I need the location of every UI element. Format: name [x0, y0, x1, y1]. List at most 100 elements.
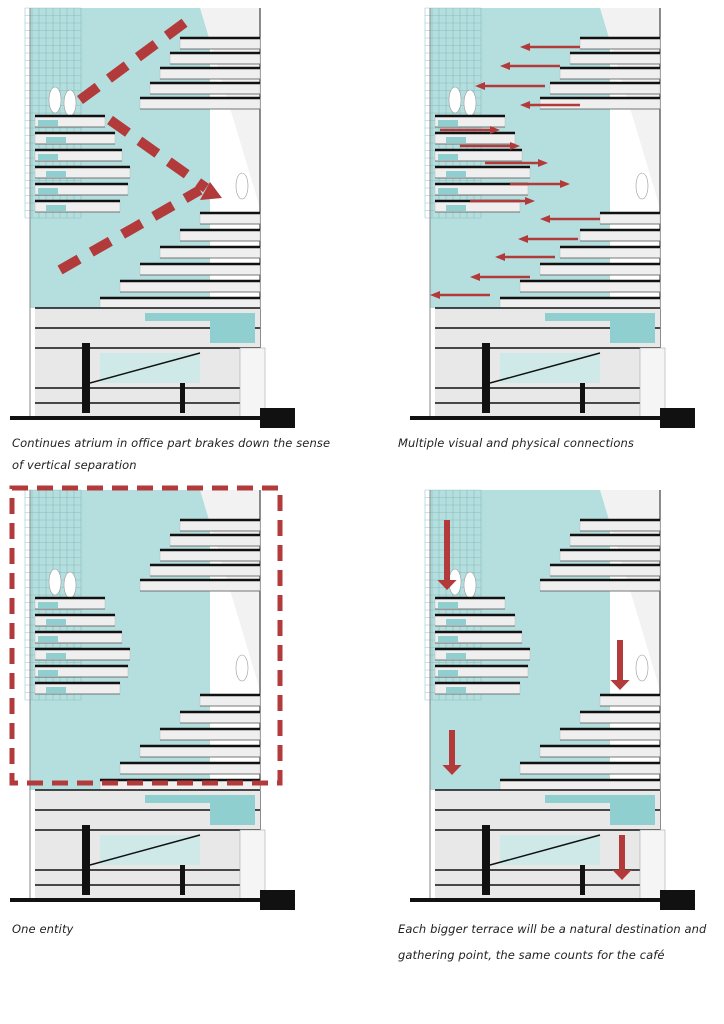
office-desk	[46, 171, 66, 177]
floor-slab	[169, 534, 261, 547]
connection-arrow-head	[560, 180, 570, 188]
office-desk	[38, 188, 58, 194]
ground-line	[410, 416, 695, 420]
floor-slab	[579, 37, 661, 50]
office-desk	[46, 619, 66, 625]
office-desk	[446, 687, 466, 693]
floor-slab	[139, 263, 261, 276]
column	[180, 383, 185, 413]
connection-arrow-head	[500, 62, 510, 70]
office-desk	[38, 602, 58, 608]
podium-glass	[610, 313, 655, 343]
floor-slab	[579, 519, 661, 532]
office-desk	[446, 171, 466, 177]
floor-slab	[139, 745, 261, 758]
ground-line	[410, 898, 695, 902]
section-diagram-connections	[410, 7, 695, 428]
ramp	[489, 834, 601, 866]
podium-right-block	[639, 829, 666, 901]
column	[82, 343, 90, 413]
terrace-arrow-head	[612, 870, 632, 880]
office-desk	[446, 205, 466, 211]
floor-slab	[169, 52, 261, 65]
connection-arrow-head	[430, 291, 440, 299]
podium-glass	[545, 313, 615, 321]
floor-slab	[149, 564, 261, 577]
floor-slab	[519, 762, 661, 775]
office-desk	[38, 636, 58, 642]
caption-connections: Multiple visual and physical connections	[398, 436, 634, 450]
floor-slab	[199, 694, 261, 707]
floor-slab	[539, 97, 661, 110]
podium-right-block	[639, 347, 666, 419]
floor-slab	[159, 728, 261, 741]
floor-slab	[559, 728, 661, 741]
caption-atrium-line-1: Continues atrium in office part brakes d…	[12, 436, 331, 450]
podium-glass	[210, 795, 255, 825]
column	[580, 865, 585, 895]
connection-arrow-head	[538, 159, 548, 167]
floor-slab	[549, 564, 661, 577]
connection-arrow-head	[490, 126, 500, 134]
column	[180, 865, 185, 895]
foundation	[660, 890, 695, 910]
floor-slab	[159, 246, 261, 259]
connection-arrow-head	[495, 253, 505, 261]
floor-slab	[199, 212, 261, 225]
tree-icon	[235, 172, 249, 200]
ramp	[489, 352, 601, 384]
floor-slab	[559, 246, 661, 259]
office-desk	[438, 120, 458, 126]
floor-slab	[539, 579, 661, 592]
connection-arrow-head	[525, 197, 535, 205]
office-desk	[446, 653, 466, 659]
podium-glass	[545, 795, 615, 803]
podium-glass	[145, 313, 215, 321]
column	[82, 825, 90, 895]
office-desk	[38, 670, 58, 676]
floor-slab	[139, 97, 261, 110]
tree-icon	[635, 172, 649, 200]
tree-icon	[235, 654, 249, 682]
office-desk	[438, 154, 458, 160]
podium-glass	[145, 795, 215, 803]
foundation	[260, 890, 295, 910]
diagonal-dash-line	[77, 10, 198, 105]
dash-arrow-head	[200, 182, 222, 200]
connection-arrow-head	[475, 82, 485, 90]
office-desk	[46, 205, 66, 211]
ground-line	[10, 898, 295, 902]
podium-right-block	[239, 347, 266, 419]
floor-slab	[119, 762, 261, 775]
office-desk	[38, 154, 58, 160]
foundation	[660, 408, 695, 428]
floor-slab	[179, 229, 261, 242]
connection-arrow-head	[520, 43, 530, 51]
caption-terraces-line-2: gathering point, the same counts for the…	[398, 948, 665, 962]
connection-arrow-head	[510, 142, 520, 150]
podium-right-block	[239, 829, 266, 901]
floor-slab	[179, 711, 261, 724]
tree-icon	[48, 86, 62, 114]
foundation	[260, 408, 295, 428]
section-diagram-terraces	[410, 489, 695, 910]
floor-slab	[519, 280, 661, 293]
connection-arrow-head	[518, 235, 528, 243]
caption-atrium-line-2: of vertical separation	[12, 458, 137, 472]
floor-slab	[559, 67, 661, 80]
terrace-arrow-head	[610, 680, 630, 690]
floor-slab	[549, 82, 661, 95]
tree-icon	[635, 654, 649, 682]
floor-slab	[579, 711, 661, 724]
floor-slab	[119, 280, 261, 293]
office-desk	[38, 120, 58, 126]
tree-icon	[448, 86, 462, 114]
connection-arrow-head	[470, 273, 480, 281]
tree-icon	[463, 89, 477, 117]
diagonal-dash-line	[57, 185, 203, 275]
podium-glass	[610, 795, 655, 825]
floor-slab	[559, 549, 661, 562]
ramp	[89, 834, 201, 866]
ground-line	[10, 416, 295, 420]
office-desk	[438, 188, 458, 194]
